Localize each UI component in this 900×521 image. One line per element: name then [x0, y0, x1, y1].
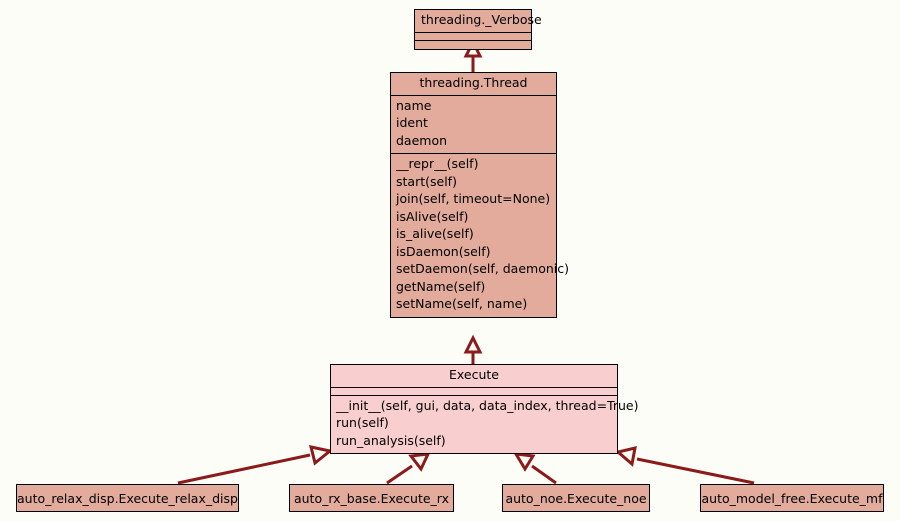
class-name-threading-verbose: threading._Verbose: [415, 10, 542, 33]
class-box-auto-relax-disp-execute-relax-disp[interactable]: auto_relax_disp.Execute_relax_disp: [16, 484, 239, 512]
method-row: __repr__(self): [396, 156, 479, 171]
class-box-threading-thread[interactable]: threading.Thread name ident daemon __rep…: [390, 72, 569, 318]
methods-compartment-verbose: [415, 41, 531, 49]
method-row: run(self): [336, 415, 389, 430]
class-box-execute[interactable]: Execute __init__(self, gui, data, data_i…: [330, 364, 639, 454]
edge-execute-to-thread: [463, 334, 483, 364]
edge-rxbase-to-execute: [386, 452, 431, 485]
method-row: __init__(self, gui, data, data_index, th…: [336, 397, 639, 413]
class-name-execute: Execute: [331, 365, 617, 388]
class-name-label: auto_noe.Execute_noe: [505, 490, 647, 506]
class-box-auto-rx-base-execute-rx[interactable]: auto_rx_base.Execute_rx: [289, 484, 454, 512]
class-box-auto-noe-execute-noe[interactable]: auto_noe.Execute_noe: [502, 484, 650, 512]
method-row: isAlive(self): [396, 208, 469, 224]
method-row: setDaemon(self, daemonic): [396, 261, 569, 276]
attributes-compartment-execute: [331, 388, 617, 396]
class-name-label: auto_model_free.Execute_mf: [701, 490, 883, 506]
method-row: isDaemon(self): [396, 243, 491, 259]
class-name-label: auto_rx_base.Execute_rx: [293, 490, 450, 506]
method-row: getName(self): [396, 278, 486, 294]
attribute-row: ident: [396, 115, 428, 130]
method-row: join(self, timeout=None): [396, 191, 551, 206]
edge-modelfree-to-execute: [614, 446, 755, 485]
class-box-auto-model-free-execute-mf[interactable]: auto_model_free.Execute_mf: [700, 484, 884, 512]
attribute-row: daemon: [396, 132, 448, 148]
method-row: start(self): [396, 173, 457, 189]
method-row: is_alive(self): [396, 226, 474, 241]
attribute-row: name: [396, 97, 432, 113]
class-box-threading-verbose[interactable]: threading._Verbose: [414, 9, 542, 50]
class-name-threading-thread: threading.Thread: [391, 73, 556, 96]
method-row: setName(self, name): [396, 296, 528, 311]
attributes-compartment-thread: name ident daemon: [391, 96, 556, 154]
attributes-compartment-verbose: [415, 33, 531, 41]
edge-noe-to-execute: [513, 452, 557, 485]
methods-compartment-thread: __repr__(self) start(self) join(self, ti…: [391, 154, 569, 317]
method-row: run_analysis(self): [336, 432, 446, 448]
edge-relaxdisp-to-execute: [177, 445, 334, 485]
class-name-label: auto_relax_disp.Execute_relax_disp: [17, 490, 238, 506]
methods-compartment-execute: __init__(self, gui, data, data_index, th…: [331, 396, 639, 454]
